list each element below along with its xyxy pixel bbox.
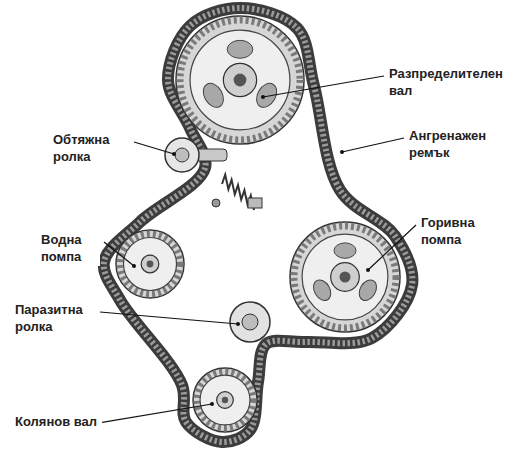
leader-line [263, 76, 384, 97]
leader-lines [100, 76, 416, 422]
pulley-teeth [120, 234, 180, 294]
leader-dot [132, 264, 136, 268]
spring-bracket [248, 198, 262, 208]
roller-body [165, 138, 199, 172]
leader-line [368, 225, 416, 270]
leader-dot [261, 95, 265, 99]
camshaft-pulley [176, 16, 304, 144]
pulley-hole [334, 243, 356, 258]
label-holder: Разпределителен вал [388, 66, 513, 100]
pulley-rim [116, 230, 184, 298]
pulley-rim [193, 368, 257, 432]
leader-line [102, 404, 212, 422]
part-label: Паразитна ролка [14, 302, 96, 336]
pulley-hole [199, 80, 227, 111]
pulley-hub [217, 392, 234, 409]
water-pump-pulley [116, 230, 184, 298]
label-holder: Колянов вал [14, 412, 134, 431]
pulley-hub [223, 63, 256, 96]
timing-belt [104, 8, 413, 442]
leader-line [104, 242, 134, 266]
leader-line [134, 142, 174, 154]
pulley-rim [176, 16, 304, 144]
label-holder: Водна помпа [40, 232, 100, 266]
label-holder: Обтяжна ролка [52, 132, 130, 166]
bolt [212, 199, 220, 207]
part-label: Горивна помпа [420, 215, 500, 249]
pulley-bore [222, 397, 228, 403]
pulley-teeth [197, 372, 253, 428]
pulley-face [302, 234, 388, 320]
pulley-face [200, 375, 250, 425]
leader-line [342, 138, 404, 152]
roller-body [230, 302, 270, 342]
drawing [104, 8, 413, 442]
pulley-hub [141, 255, 159, 273]
pulley-teeth [180, 20, 300, 140]
roller-hub [242, 314, 258, 330]
part-label: Разпределителен вал [388, 66, 513, 100]
tensioner-roller [165, 138, 227, 172]
leader-dot [236, 322, 240, 326]
pulley-rim [290, 222, 400, 332]
part-label: Водна помпа [40, 232, 100, 266]
label-holder: Горивна помпа [420, 215, 500, 249]
roller-hub [175, 148, 189, 162]
label-holder: Ангренажен ремък [408, 128, 512, 162]
part-label: Колянов вал [14, 414, 98, 431]
part-label: Ангренажен ремък [408, 128, 512, 162]
pulley-hole [227, 40, 253, 58]
leader-dot [210, 402, 214, 406]
leader-line [100, 312, 238, 324]
pulley-bore [340, 272, 351, 283]
part-label: Обтяжна ролка [52, 132, 130, 166]
fuel-pump-pulley [290, 222, 400, 332]
crankshaft-pulley [193, 368, 257, 432]
pulley-bore [234, 74, 247, 87]
pulley-bore [147, 261, 154, 268]
pulley-hole [252, 80, 280, 111]
belt-teeth [104, 8, 413, 442]
pulley-teeth [294, 226, 396, 328]
pulley-hub [331, 263, 360, 292]
leader-dot [172, 152, 176, 156]
leader-dot [340, 150, 344, 154]
label-holder: Паразитна ролка [14, 302, 96, 336]
idler-roller [230, 302, 270, 342]
pulley-face [190, 30, 290, 130]
leader-dot [366, 268, 370, 272]
